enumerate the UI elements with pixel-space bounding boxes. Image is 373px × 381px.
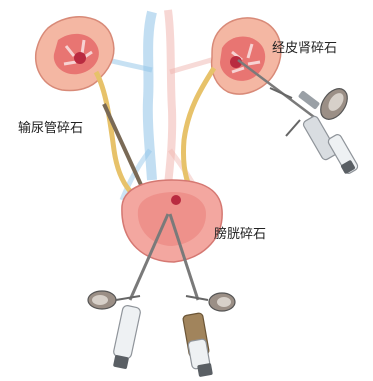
- right-kidney: [212, 18, 281, 94]
- label-ureteral-lithotripsy: 输尿管碎石: [18, 120, 83, 136]
- ureters: [96, 68, 214, 200]
- label-bladder-lithotripsy: 膀胱碎石: [214, 226, 266, 242]
- label-percutaneous-nephrolithotomy: 经皮肾碎石: [272, 41, 337, 56]
